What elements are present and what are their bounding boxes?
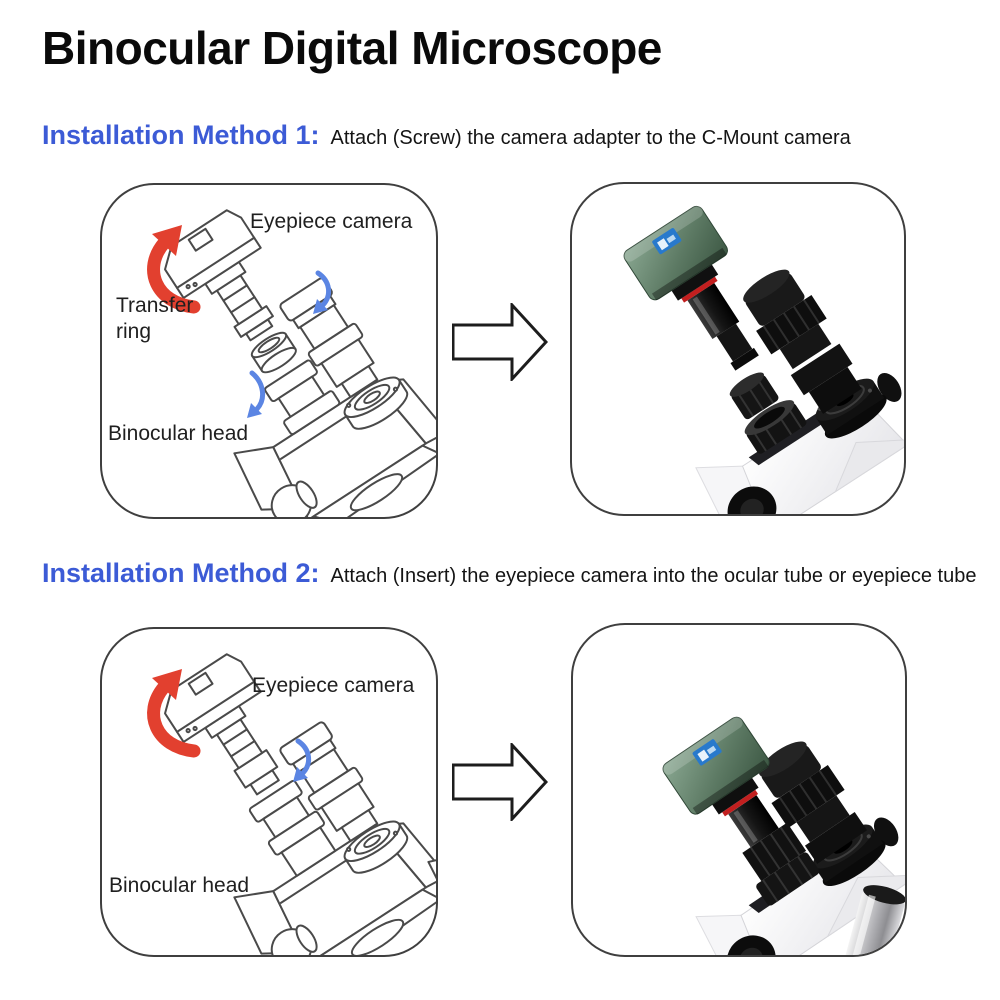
label-transfer-ring-line2: ring: [116, 320, 152, 343]
rotate-arrow-red-icon: [147, 669, 201, 758]
label-binocular-head: Binocular head: [109, 874, 250, 897]
method1-heading: Installation Method 1:: [42, 120, 320, 150]
label-binocular-head: Binocular head: [108, 422, 249, 445]
method2-heading-row: Installation Method 2: Attach (Insert) t…: [42, 558, 976, 589]
label-eyepiece-camera: Eyepiece camera: [250, 210, 413, 233]
insert-direction-arrow-blue-icon: [293, 738, 312, 782]
method2-photo-panel: [571, 623, 907, 957]
flow-right-arrow-icon: [452, 303, 548, 381]
flow-right-arrow-icon: [452, 743, 548, 821]
label-eyepiece-camera: Eyepiece camera: [252, 674, 415, 697]
method1-heading-row: Installation Method 1: Attach (Screw) th…: [42, 120, 851, 151]
method1-description: Attach (Screw) the camera adapter to the…: [330, 127, 851, 149]
screw-direction-arrow-blue-icon: [247, 270, 332, 418]
method2-description: Attach (Insert) the eyepiece camera into…: [330, 565, 977, 587]
method2-diagram-panel: Eyepiece camera Binocular head: [100, 627, 438, 957]
chrome-knob: [845, 885, 905, 955]
method1-diagram-panel: Eyepiece camera Transfer ring Binocular …: [100, 183, 438, 519]
page-title: Binocular Digital Microscope: [42, 22, 662, 74]
method2-line-drawing: [147, 653, 436, 955]
method1-photo: [623, 205, 904, 514]
method2-photo: [662, 716, 905, 955]
method2-heading: Installation Method 2:: [42, 558, 320, 588]
method1-photo-panel: [570, 182, 906, 516]
label-transfer-ring-line1: Transfer: [116, 294, 194, 317]
method1-line-drawing: [147, 209, 436, 517]
rotate-arrow-red-icon: [147, 225, 201, 314]
label-transfer-ring: Transfer ring: [116, 293, 193, 345]
